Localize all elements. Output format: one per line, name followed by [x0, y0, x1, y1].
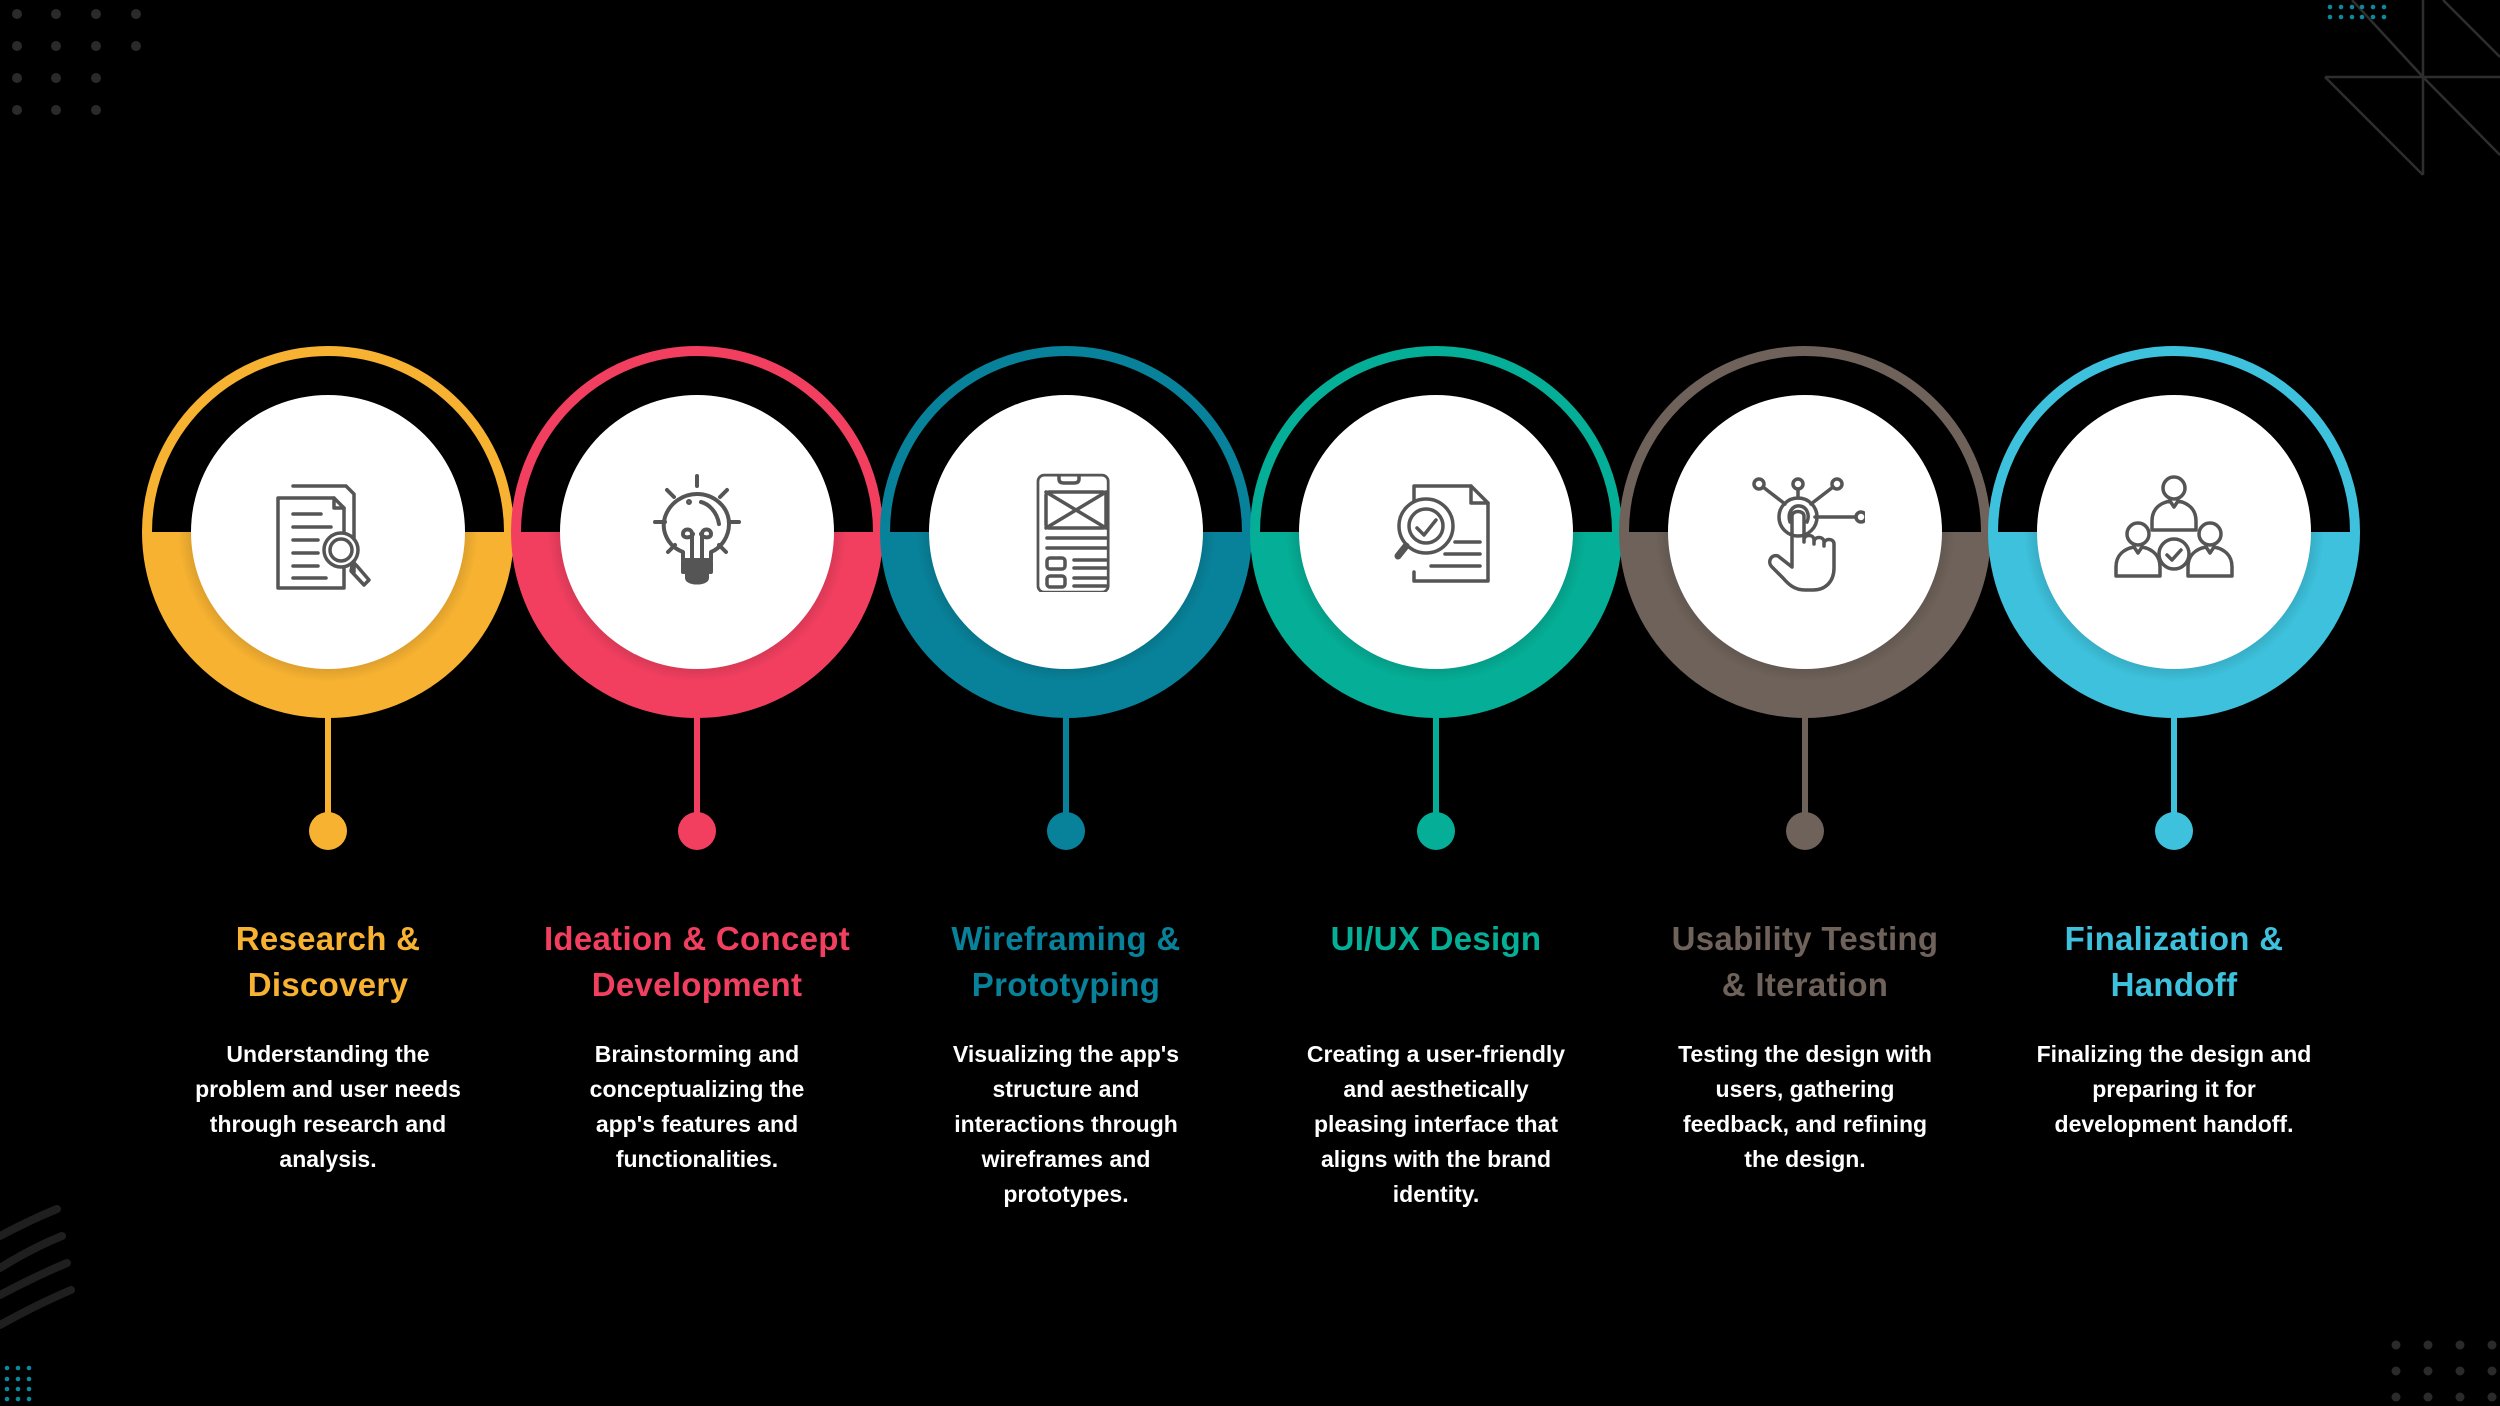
step-title-line: Handoff — [2110, 966, 2238, 1003]
connector-stem — [1063, 716, 1069, 816]
dot-grid-bottom-right — [2391, 1340, 2497, 1402]
step-description: Visualizing the app's structure and intera… — [916, 1037, 1216, 1212]
step-ring — [511, 346, 883, 718]
step-description-line: feedback, and refining — [1682, 1111, 1928, 1137]
step-description-line: Brainstorming and — [594, 1041, 800, 1067]
step-description-line: interactions through — [954, 1111, 1178, 1137]
step-title-line: Usability Testing — [1671, 920, 1939, 957]
step-description-line: wireframes and — [981, 1146, 1151, 1172]
step-description-line: aligns with the brand — [1320, 1146, 1551, 1172]
connector-stem — [325, 716, 331, 816]
step-description-line: Testing the design with — [1678, 1041, 1932, 1067]
dot-grid-top-left — [12, 9, 141, 115]
step-description: Finalizing the design and preparing it fo… — [2024, 1037, 2324, 1142]
timeline-step-3: Wireframing & Prototyping Visualizing the… — [880, 0, 1252, 1406]
timeline-step-6: Finalization & Handoff Finalizing the des… — [1988, 0, 2360, 1406]
connector-stem — [1433, 716, 1439, 816]
step-description: Understanding the problem and user needs t… — [178, 1037, 478, 1177]
connector-dot — [678, 812, 716, 850]
connector-dot — [1786, 812, 1824, 850]
step-description: Brainstorming and conceptualizing the app'… — [547, 1037, 847, 1177]
step-description-line: Finalizing the design and — [2036, 1041, 2312, 1067]
connector-dot — [2155, 812, 2193, 850]
step-title: Finalization & Handoff — [1973, 916, 2375, 1008]
step-description-line: users, gathering — [1715, 1076, 1895, 1102]
step-title-line: Discovery — [247, 966, 409, 1003]
step-description-line: development handoff. — [2054, 1111, 2294, 1137]
connector-stem — [1802, 716, 1808, 816]
touch-network-icon — [1745, 472, 1868, 592]
document-search-icon — [268, 472, 388, 592]
step-title: UI/UX Design — [1235, 916, 1637, 962]
step-title-line: & Iteration — [1721, 966, 1889, 1003]
step-title-line: Development — [591, 966, 803, 1003]
step-title-line: Ideation & Concept — [543, 920, 851, 957]
step-title: Usability Testing & Iteration — [1604, 916, 2006, 1008]
dot-grid-bottom-left — [4, 1365, 32, 1402]
step-description-line: prototypes. — [1003, 1181, 1129, 1207]
step-description: Testing the design with users, gathering f… — [1655, 1037, 1955, 1177]
step-description-line: app's features and — [595, 1111, 799, 1137]
team-approval-icon — [2114, 472, 2234, 592]
step-title-line: Wireframing & — [951, 920, 1181, 957]
document-check-magnifier-icon — [1376, 472, 1496, 592]
step-ring — [880, 346, 1252, 718]
curved-lines-bottom-left — [0, 1205, 75, 1329]
step-title: Wireframing & Prototyping — [865, 916, 1267, 1008]
step-description: Creating a user-friendly and aestheticall… — [1286, 1037, 1586, 1212]
step-description-line: functionalities. — [615, 1146, 779, 1172]
step-description-line: Creating a user-friendly — [1306, 1041, 1566, 1067]
step-description-line: Visualizing the app's — [952, 1041, 1180, 1067]
timeline-step-1: Research & Discovery Understanding the pro… — [142, 0, 514, 1406]
step-description-line: the design. — [1744, 1146, 1866, 1172]
step-description-line: problem and user needs — [195, 1076, 461, 1102]
timeline-step-4: UI/UX Design Creating a user-friendly and… — [1250, 0, 1622, 1406]
timeline-step-5: Usability Testing & Iteration Testing the… — [1619, 0, 1991, 1406]
step-description-line: structure and — [992, 1076, 1140, 1102]
connector-stem — [694, 716, 700, 816]
step-description-line: and aesthetically — [1343, 1076, 1529, 1102]
step-title-line: Finalization & — [2064, 920, 2284, 957]
step-title-line: Prototyping — [971, 966, 1161, 1003]
step-description-line: Understanding the — [226, 1041, 430, 1067]
step-title-line: UI/UX Design — [1330, 920, 1542, 957]
step-ring — [1988, 346, 2360, 718]
connector-stem — [2171, 716, 2177, 816]
step-description-line: preparing it for — [2092, 1076, 2256, 1102]
mobile-wireframe-icon — [1006, 472, 1126, 594]
connector-dot — [309, 812, 347, 850]
step-description-line: identity. — [1392, 1181, 1480, 1207]
lightbulb-icon — [637, 472, 757, 592]
step-title-line: Research & — [235, 920, 421, 957]
step-ring — [142, 346, 514, 718]
step-description-line: pleasing interface that — [1313, 1111, 1559, 1137]
connector-dot — [1047, 812, 1085, 850]
step-description-line: conceptualizing the — [589, 1076, 805, 1102]
step-description-line: through research and — [209, 1111, 447, 1137]
step-description-line: analysis. — [279, 1146, 377, 1172]
step-title: Research & Discovery — [127, 916, 529, 1008]
connector-dot — [1417, 812, 1455, 850]
